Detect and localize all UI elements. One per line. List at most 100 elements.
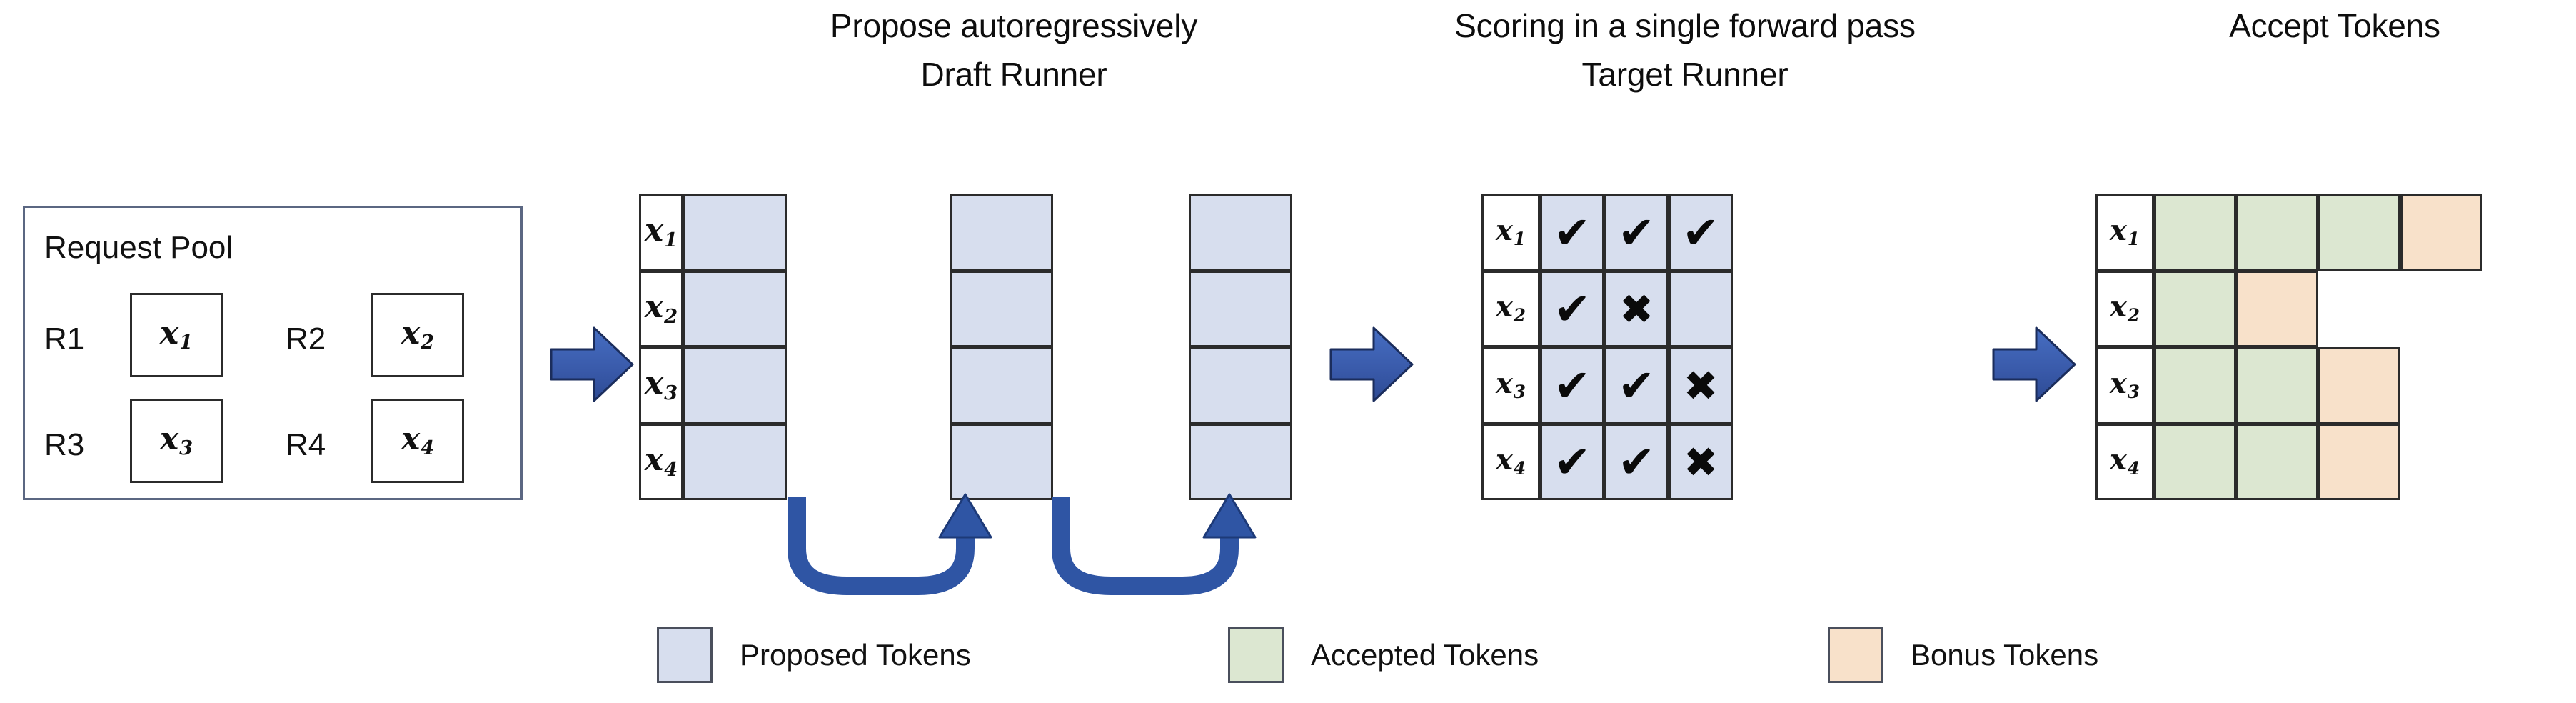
accept-cell-accepted-r1-c1[interactable] — [2154, 194, 2236, 271]
accept-cell-bonus-r1-c4[interactable] — [2400, 194, 2482, 271]
request-token-cell-r3[interactable]: x3 — [130, 399, 223, 483]
cross-icon: ✖ — [1619, 284, 1654, 334]
legend-item-bonus: Bonus Tokens — [1828, 627, 2098, 683]
accept-cell-accepted-r4-c1[interactable] — [2154, 424, 2236, 500]
target-score-cell-r2-c2[interactable]: ✖ — [1604, 271, 1669, 347]
request-pool-title: Request Pool — [44, 230, 233, 265]
token-label-x4: x4 — [2109, 443, 2140, 479]
accept-row-label-3[interactable]: x3 — [2095, 347, 2154, 424]
draft-proposed-cell-r3-c1[interactable] — [683, 347, 787, 424]
accept-cell-bonus-r3-c3[interactable] — [2318, 347, 2400, 424]
target-row-label-4[interactable]: x4 — [1481, 424, 1540, 500]
target-score-cell-r2-c3[interactable] — [1669, 271, 1733, 347]
legend-swatch-accepted — [1228, 627, 1284, 683]
target-row-label-1[interactable]: x1 — [1481, 194, 1540, 271]
target-score-cell-r2-c1[interactable]: ✔ — [1540, 271, 1604, 347]
target-row-label-3[interactable]: x3 — [1481, 347, 1540, 424]
draft-proposed-cell-r3-c2[interactable] — [950, 347, 1053, 424]
check-icon: ✔ — [1554, 435, 1591, 488]
check-icon: ✔ — [1618, 359, 1655, 412]
flow-arrow-draft-to-target — [1329, 325, 1415, 404]
request-token-cell-r2[interactable]: x2 — [371, 293, 464, 377]
legend-swatch-proposed — [657, 627, 713, 683]
check-icon: ✔ — [1554, 359, 1591, 412]
legend-item-proposed: Proposed Tokens — [657, 627, 971, 683]
request-token-cell-r1[interactable]: x1 — [130, 293, 223, 377]
legend-label-accepted: Accepted Tokens — [1311, 638, 1539, 672]
token-label-x1: x1 — [1495, 214, 1526, 250]
legend-label-proposed: Proposed Tokens — [740, 638, 971, 672]
token-label-x3: x3 — [1495, 367, 1526, 403]
draft-row-label-3[interactable]: x3 — [639, 347, 683, 424]
draft-proposed-cell-r3-c3[interactable] — [1189, 347, 1292, 424]
draft-heading-sub: Draft Runner — [920, 56, 1107, 93]
token-label-x4: x4 — [644, 442, 678, 481]
accept-cell-bonus-r4-c3[interactable] — [2318, 424, 2400, 500]
accept-row-label-4[interactable]: x4 — [2095, 424, 2154, 500]
accept-row-label-2[interactable]: x2 — [2095, 271, 2154, 347]
target-score-cell-r1-c1[interactable]: ✔ — [1540, 194, 1604, 271]
draft-proposed-cell-r4-c2[interactable] — [950, 424, 1053, 500]
check-icon: ✔ — [1682, 206, 1719, 259]
request-token-cell-r4[interactable]: x4 — [371, 399, 464, 483]
token-label-x2: x2 — [1495, 290, 1526, 326]
legend-swatch-bonus — [1828, 627, 1883, 683]
draft-proposed-cell-r2-c3[interactable] — [1189, 271, 1292, 347]
target-score-cell-r1-c3[interactable]: ✔ — [1669, 194, 1733, 271]
flow-arrow-target-to-accept — [1992, 325, 2078, 404]
accept-cell-bonus-r2-c2[interactable] — [2236, 271, 2318, 347]
accept-heading-top: Accept Tokens — [2229, 7, 2440, 44]
token-label-x2: x2 — [644, 289, 678, 328]
target-score-cell-r4-c1[interactable]: ✔ — [1540, 424, 1604, 500]
draft-proposed-cell-r1-c1[interactable] — [683, 194, 787, 271]
target-row-label-2[interactable]: x2 — [1481, 271, 1540, 347]
accept-row-label-1[interactable]: x1 — [2095, 194, 2154, 271]
token-label-x1: x1 — [2109, 214, 2140, 250]
request-token-r3: x3 — [159, 420, 193, 460]
draft-loop-arrow-1 — [778, 493, 1021, 614]
request-label-r2: R2 — [286, 321, 326, 357]
draft-row-label-1[interactable]: x1 — [639, 194, 683, 271]
accept-cell-accepted-r1-c3[interactable] — [2318, 194, 2400, 271]
request-label-r1: R1 — [44, 321, 85, 357]
draft-row-label-2[interactable]: x2 — [639, 271, 683, 347]
target-score-cell-r3-c3[interactable]: ✖ — [1669, 347, 1733, 424]
token-label-x4: x4 — [1495, 443, 1526, 479]
target-heading-sub: Target Runner — [1581, 56, 1788, 93]
request-label-r3: R3 — [44, 427, 85, 462]
draft-proposed-cell-r4-c1[interactable] — [683, 424, 787, 500]
token-label-x2: x2 — [2109, 290, 2140, 326]
draft-row-label-4[interactable]: x4 — [639, 424, 683, 500]
accept-cell-accepted-r3-c2[interactable] — [2236, 347, 2318, 424]
draft-heading-top: Propose autoregressively — [830, 7, 1198, 44]
legend-item-accepted: Accepted Tokens — [1228, 627, 1539, 683]
draft-loop-arrow-2 — [1042, 493, 1285, 614]
draft-proposed-cell-r2-c1[interactable] — [683, 271, 787, 347]
cross-icon: ✖ — [1683, 361, 1719, 410]
target-score-cell-r4-c3[interactable]: ✖ — [1669, 424, 1733, 500]
target-score-cell-r3-c1[interactable]: ✔ — [1540, 347, 1604, 424]
target-score-cell-r1-c2[interactable]: ✔ — [1604, 194, 1669, 271]
draft-proposed-cell-r2-c2[interactable] — [950, 271, 1053, 347]
token-label-x3: x3 — [644, 365, 678, 404]
flow-arrow-pool-to-draft — [550, 325, 635, 404]
accept-cell-accepted-r4-c2[interactable] — [2236, 424, 2318, 500]
draft-proposed-cell-r4-c3[interactable] — [1189, 424, 1292, 500]
token-label-x3: x3 — [2109, 367, 2140, 403]
cross-icon: ✖ — [1683, 437, 1719, 487]
draft-proposed-cell-r1-c2[interactable] — [950, 194, 1053, 271]
accept-cell-accepted-r2-c1[interactable] — [2154, 271, 2236, 347]
check-icon: ✔ — [1618, 206, 1655, 259]
check-icon: ✔ — [1554, 206, 1591, 259]
target-score-cell-r4-c2[interactable]: ✔ — [1604, 424, 1669, 500]
request-token-r1: x1 — [159, 314, 193, 354]
request-token-r4: x4 — [401, 420, 435, 460]
target-score-cell-r3-c2[interactable]: ✔ — [1604, 347, 1669, 424]
check-icon: ✔ — [1618, 435, 1655, 488]
check-icon: ✔ — [1554, 282, 1591, 335]
accept-cell-accepted-r1-c2[interactable] — [2236, 194, 2318, 271]
accept-cell-accepted-r3-c1[interactable] — [2154, 347, 2236, 424]
draft-proposed-cell-r1-c3[interactable] — [1189, 194, 1292, 271]
request-label-r4: R4 — [286, 427, 326, 462]
